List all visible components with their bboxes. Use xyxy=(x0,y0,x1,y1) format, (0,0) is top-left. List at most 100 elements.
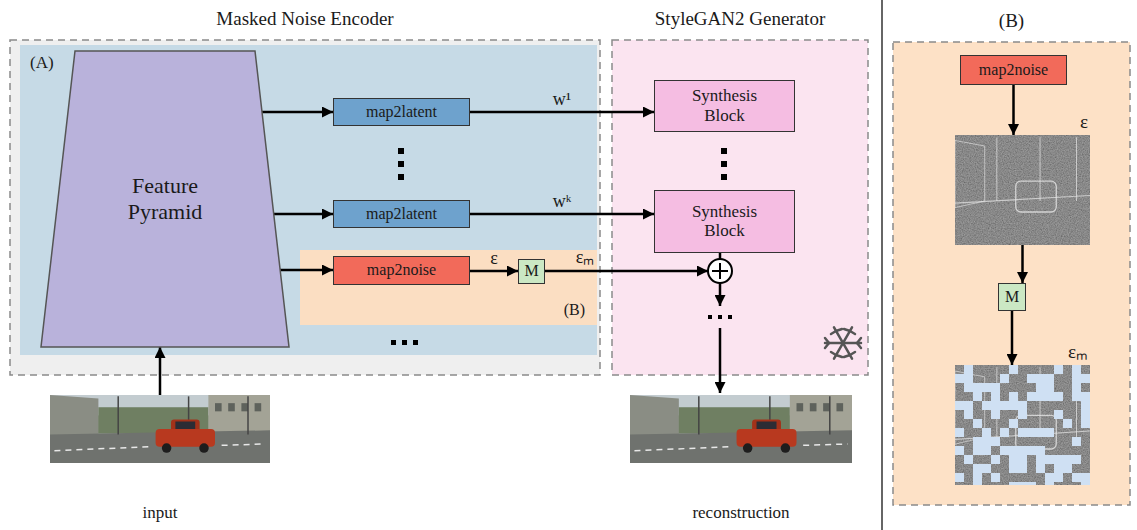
mask-patch xyxy=(1018,401,1027,410)
mask-patch xyxy=(982,401,991,410)
mask-patch xyxy=(991,473,1000,482)
photo-window xyxy=(241,403,248,411)
mask-patch xyxy=(955,473,964,482)
box-label: Synthesis Block xyxy=(680,86,770,125)
mask-patch xyxy=(1036,464,1045,473)
mask-patch xyxy=(1045,383,1054,392)
photo-ground xyxy=(50,395,270,463)
mask-patch xyxy=(1018,464,1027,473)
text-holder: map2noise xyxy=(979,61,1048,79)
photo-lane xyxy=(54,447,149,451)
mask-patch xyxy=(973,446,982,455)
mask-patch xyxy=(973,464,982,473)
mask-patch xyxy=(1027,482,1036,485)
box-label: map2latent xyxy=(366,205,437,223)
flow-arrow xyxy=(1012,85,1015,135)
noise-edge xyxy=(955,141,985,208)
mask-patch xyxy=(1081,392,1090,401)
noise-ground xyxy=(955,135,1090,245)
photo-window xyxy=(797,403,804,411)
mask-patch xyxy=(964,410,973,419)
mask-patch xyxy=(1009,455,1018,464)
mask-patch xyxy=(1045,482,1054,485)
process-box: map2noise xyxy=(333,256,470,285)
photo-window xyxy=(255,403,262,411)
box-label: Feature Pyramid xyxy=(105,173,225,224)
mask-patch xyxy=(1018,455,1027,464)
mask-patch xyxy=(1072,383,1081,392)
divider-line xyxy=(881,0,883,530)
mask-patch xyxy=(1000,446,1009,455)
text-holder: input xyxy=(10,503,310,523)
ellipsis-dots xyxy=(391,340,418,345)
text-holder: Masked Noise Encoder xyxy=(10,8,600,30)
mask-patch xyxy=(1054,473,1063,482)
edge-label-holder: w¹ xyxy=(553,89,571,110)
photo-building xyxy=(630,395,679,440)
noise-edge xyxy=(1076,137,1077,201)
car-wheel xyxy=(743,443,753,453)
region-heading: (A) xyxy=(30,53,54,73)
noise-image xyxy=(955,365,1090,485)
mask-patch xyxy=(1063,455,1072,464)
flow-arrow xyxy=(470,213,654,216)
region-heading: (B) xyxy=(999,10,1024,32)
feature-pyramid: Feature Pyramid xyxy=(40,50,290,348)
mask-patch xyxy=(991,455,1000,464)
noise-edge xyxy=(955,371,985,444)
mask-patch xyxy=(964,401,973,410)
mask-patch xyxy=(982,446,991,455)
mask-patch xyxy=(1081,419,1090,428)
text-holder: map2noise xyxy=(367,261,436,279)
noise-map: ε xyxy=(955,135,1090,245)
text-holder: M xyxy=(524,262,538,280)
detail-region-ground xyxy=(893,42,1130,505)
text-holder: Feature Pyramid xyxy=(105,173,225,224)
synthesis-box: Synthesis Block xyxy=(654,190,795,253)
noise-edge xyxy=(1040,137,1041,201)
add-symbol xyxy=(719,263,721,279)
noise-ground xyxy=(955,365,1090,485)
mask-patch xyxy=(973,383,982,392)
edge-layer xyxy=(160,85,1023,395)
mask-patch xyxy=(1009,419,1018,428)
text-holder: reconstruction xyxy=(590,503,892,523)
mask-patch xyxy=(1036,455,1045,464)
text-holder: εₘ xyxy=(1068,341,1088,363)
car-window xyxy=(757,422,777,429)
mask-patch xyxy=(1018,428,1027,437)
mask-patch xyxy=(1027,428,1036,437)
generator-region-ground xyxy=(612,40,868,375)
mask-patch xyxy=(1045,374,1054,383)
image-panel: reconstruction xyxy=(630,395,852,463)
mask-patch xyxy=(1000,428,1009,437)
highlight-band-ground xyxy=(300,250,597,325)
car-wheel xyxy=(781,443,791,453)
photo-pole xyxy=(117,396,119,434)
mask-patch xyxy=(964,383,973,392)
mask-patch xyxy=(1009,401,1018,410)
mask-patch xyxy=(1018,482,1027,485)
mask-patch xyxy=(964,365,973,374)
mask-patch xyxy=(1063,464,1072,473)
text-holder: StyleGAN2 Generator xyxy=(612,8,868,30)
frozen-snowflake xyxy=(825,327,861,358)
mask-patch xyxy=(1000,401,1009,410)
panel-region-ground xyxy=(20,45,597,355)
ellipsis-dots xyxy=(708,315,732,319)
mask-patch xyxy=(1072,392,1081,401)
mask-patch xyxy=(1081,482,1090,485)
mask-patch xyxy=(1036,392,1045,401)
mask-box: M xyxy=(998,283,1026,311)
photo-lane xyxy=(222,444,266,445)
flow-arrow xyxy=(280,269,333,272)
highlight-band: (B)map2noiseM xyxy=(300,250,597,325)
mask-patch xyxy=(1009,482,1018,485)
flow-arrow xyxy=(1021,245,1024,283)
mask-patch xyxy=(991,401,1000,410)
detail-region: (B)map2noiseεMεₘ xyxy=(893,42,1130,505)
text-holder: ε xyxy=(1080,111,1088,133)
mask-patch xyxy=(991,410,1000,419)
mask-patch xyxy=(991,437,1000,446)
mask-patch xyxy=(1081,473,1090,482)
